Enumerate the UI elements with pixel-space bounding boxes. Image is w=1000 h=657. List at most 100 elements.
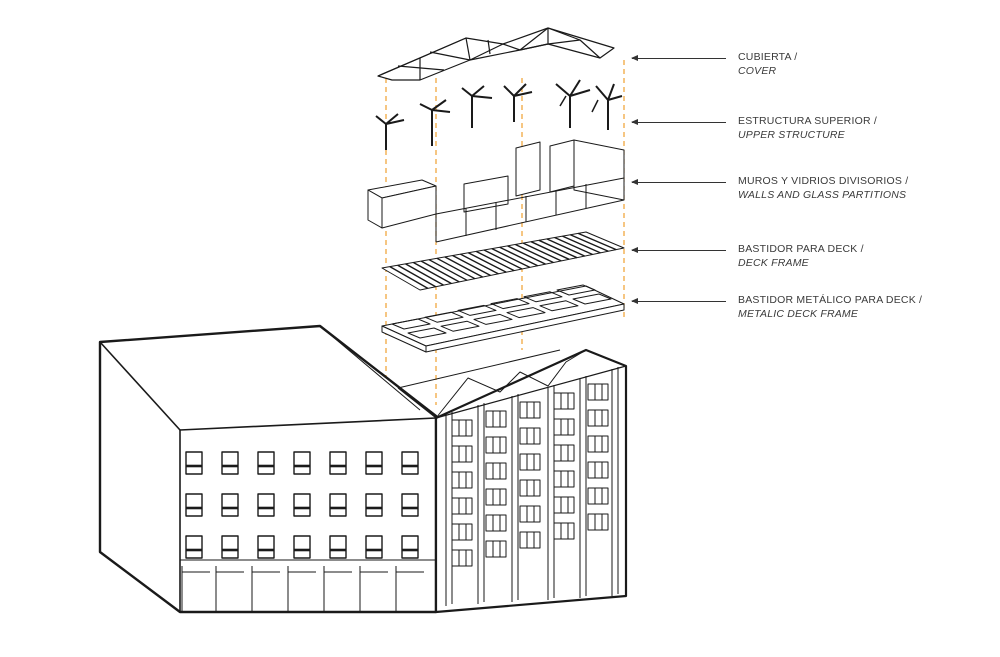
deck-slat [452, 254, 491, 277]
facade-window [451, 549, 473, 567]
label-cover-en: COVER [738, 65, 777, 77]
window [185, 493, 203, 517]
deck-slat [436, 257, 476, 280]
deck-cell [457, 304, 497, 316]
window [329, 535, 347, 559]
facade-window [553, 444, 575, 462]
deck-slat [546, 238, 586, 257]
label-upper-structure: ESTRUCTURA SUPERIOR / UPPER STRUCTURE [738, 114, 877, 142]
label-metalic-deck-frame: BASTIDOR METÁLICO PARA DECK / METALIC DE… [738, 293, 922, 321]
window [221, 493, 239, 517]
facade-window [587, 513, 609, 531]
deck-slat [530, 241, 570, 260]
deck-cell [440, 320, 480, 332]
arrow-walls [631, 179, 726, 185]
window [401, 451, 419, 475]
upper-structure-trees [375, 79, 623, 150]
deck-slat [507, 245, 546, 265]
window [293, 535, 311, 559]
facade-window [553, 418, 575, 436]
label-upper-structure-es: ESTRUCTURA SUPERIOR / [738, 115, 877, 127]
window [257, 493, 275, 517]
facade-window [485, 436, 507, 454]
deck-slat [491, 247, 531, 269]
window [185, 451, 203, 475]
deck-slat [428, 259, 468, 281]
label-walls-en: WALLS AND GLASS PARTITIONS [738, 189, 907, 201]
deck-slat [570, 234, 609, 252]
window [329, 451, 347, 475]
arrow-metalic-deck-frame [631, 298, 726, 304]
deck-slat [577, 232, 617, 251]
facade-window [587, 383, 609, 401]
deck-slat [420, 260, 460, 283]
deck-slat [522, 242, 562, 262]
window [221, 535, 239, 559]
deck-slat [562, 235, 601, 254]
facade-window [451, 523, 473, 541]
window [185, 535, 203, 559]
facade-window [519, 479, 541, 497]
facade-window [587, 487, 609, 505]
deck-cell [407, 327, 447, 339]
window [221, 451, 239, 475]
facade-window [451, 471, 473, 489]
label-cover-es: CUBIERTA / [738, 51, 798, 63]
facade-window [485, 540, 507, 558]
deck-frame [381, 231, 625, 291]
deck-slat [405, 263, 444, 286]
deck-slat [460, 253, 499, 275]
deck-slat [389, 266, 429, 289]
deck-slat [515, 243, 554, 264]
deck-slat [554, 236, 593, 256]
deck-cell [424, 311, 464, 323]
facade-window [553, 522, 575, 540]
deck-slat [475, 250, 515, 272]
window [401, 493, 419, 517]
label-cover: CUBIERTA / COVER [738, 50, 797, 78]
deck-cell [556, 284, 596, 296]
deck-cell [523, 291, 563, 303]
facade-window [553, 470, 575, 488]
deck-slat [397, 264, 437, 288]
cover-roof [377, 27, 615, 81]
facade-window [519, 505, 541, 523]
window [257, 535, 275, 559]
metalic-deck-frame [381, 284, 625, 353]
facade-window [451, 445, 473, 463]
arrow-deck-frame [631, 247, 726, 253]
deck-cell [506, 307, 546, 319]
window [257, 451, 275, 475]
arrow-cover [631, 55, 726, 61]
facade-window [485, 488, 507, 506]
window [365, 535, 383, 559]
window [365, 493, 383, 517]
facade-window [485, 410, 507, 428]
deck-slat [499, 246, 538, 267]
arrow-upper-structure [631, 119, 726, 125]
label-walls-es: MUROS Y VIDRIOS DIVISORIOS / [738, 175, 909, 187]
facade-window [485, 462, 507, 480]
label-upper-structure-en: UPPER STRUCTURE [738, 129, 845, 141]
deck-cell [391, 318, 431, 330]
facade-window [587, 435, 609, 453]
label-deck-frame-es: BASTIDOR PARA DECK / [738, 243, 864, 255]
facade-window [553, 392, 575, 410]
label-walls: MUROS Y VIDRIOS DIVISORIOS / WALLS AND G… [738, 174, 908, 202]
facade-window [485, 514, 507, 532]
facade-window [519, 427, 541, 445]
walls-and-partitions [367, 139, 625, 243]
window [293, 493, 311, 517]
window [293, 451, 311, 475]
facade-window [587, 409, 609, 427]
deck-cell [473, 313, 513, 325]
deck-slat [538, 239, 578, 259]
deck-cell [539, 300, 579, 312]
facade-window [587, 461, 609, 479]
facade-window [519, 401, 541, 419]
label-deck-frame-en: DECK FRAME [738, 257, 809, 269]
facade-window [451, 419, 473, 437]
window [365, 451, 383, 475]
label-metalic-deck-frame-es: BASTIDOR METÁLICO PARA DECK / [738, 294, 923, 306]
